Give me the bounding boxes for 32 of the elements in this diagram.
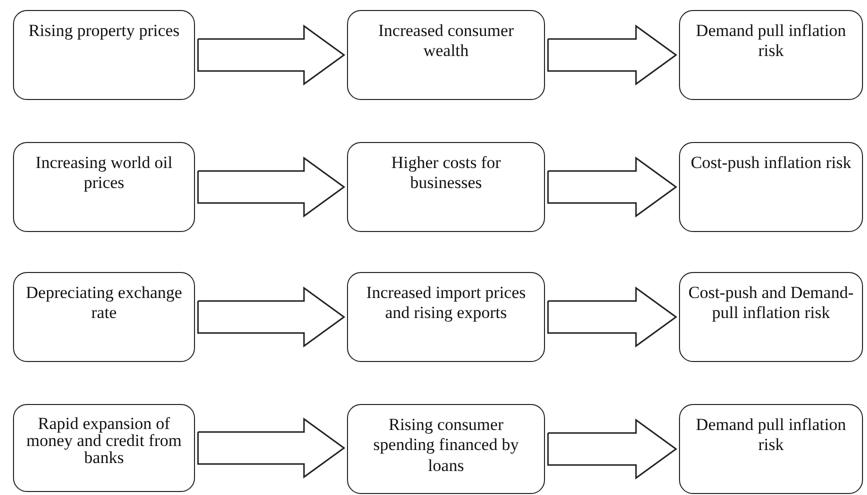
process-box — [13, 142, 195, 232]
process-box — [347, 272, 545, 362]
process-box — [679, 10, 863, 100]
box-text: Cost-push inflation risk — [690, 153, 852, 174]
process-box — [679, 404, 863, 494]
process-box — [347, 142, 545, 232]
box-text: Increased import prices and rising exports — [365, 283, 527, 324]
block-arrow — [197, 286, 346, 348]
block-arrow — [547, 24, 678, 86]
box-text: Rapid expansion of money and credit from banks — [25, 415, 183, 466]
process-box — [679, 272, 863, 362]
process-box — [13, 404, 195, 492]
process-box — [13, 272, 195, 362]
box-text: Higher costs for businesses — [390, 153, 502, 194]
process-box — [347, 404, 545, 494]
block-arrow — [547, 286, 678, 348]
block-arrow — [197, 24, 346, 86]
box-text: Cost-push and Demand-pull inflation risk — [688, 283, 854, 324]
block-arrow — [547, 156, 678, 218]
box-text: Rising property prices — [28, 21, 180, 42]
box-text: Increasing world oil prices — [34, 153, 174, 194]
block-arrow — [197, 418, 346, 478]
box-text: Rising consumer spending financed by loans — [372, 415, 520, 476]
box-text: Demand pull inflation risk — [694, 415, 848, 456]
process-box — [13, 10, 195, 100]
block-arrow — [197, 156, 346, 218]
process-box — [679, 142, 863, 232]
box-text: Increased consumer wealth — [377, 21, 515, 62]
block-arrow — [547, 418, 678, 480]
box-text: Depreciating exchange rate — [24, 283, 184, 324]
box-text: Demand pull inflation risk — [694, 21, 848, 62]
process-box — [347, 10, 545, 100]
